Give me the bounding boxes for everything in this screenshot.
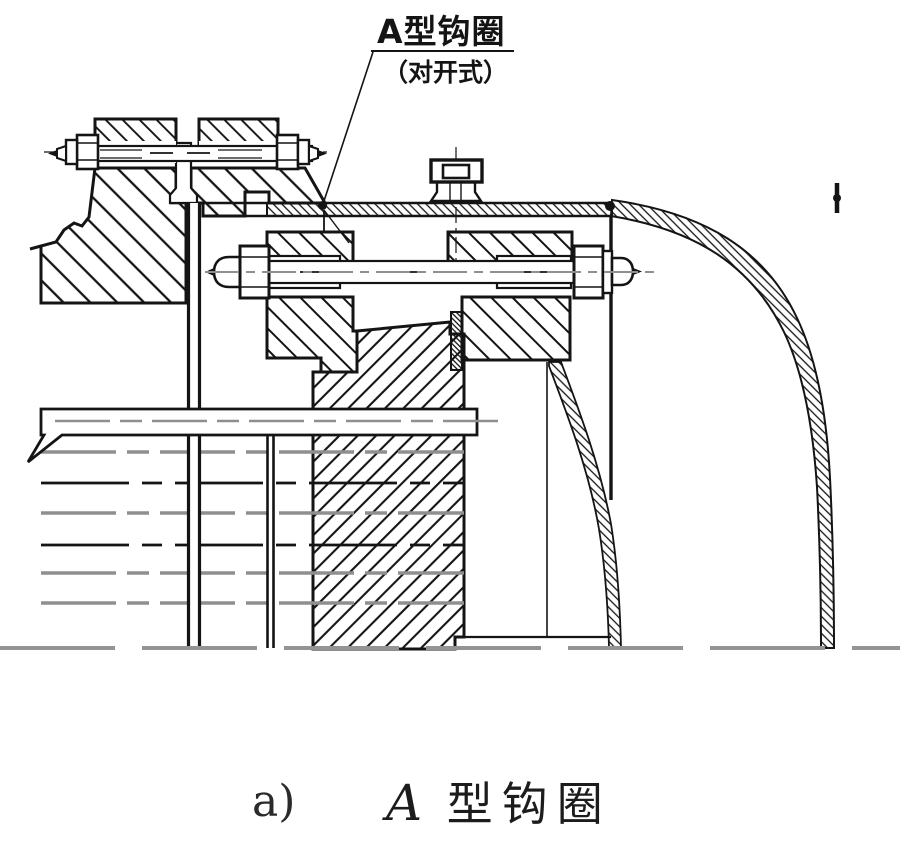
caption-index: a)	[252, 776, 296, 827]
caption-suffix: 型钩圈	[446, 777, 612, 831]
spring-strip	[450, 311, 463, 371]
lamination-lines	[41, 450, 464, 605]
retaining-arc-outer	[609, 198, 836, 649]
flange-bolt	[44, 133, 330, 171]
shaft-bar	[26, 407, 500, 464]
figure-caption: a) A 型钩圈	[0, 768, 900, 838]
leader-dot	[318, 201, 327, 210]
callout-subtitle: （对开式）	[383, 58, 509, 87]
center-bolt-joint	[205, 230, 660, 374]
caption-main: A 型钩圈	[386, 768, 612, 834]
caption-type-letter: A	[386, 774, 423, 832]
callout-leader	[318, 50, 615, 244]
type-a-stud	[833, 183, 841, 213]
ring-joint-dot	[605, 201, 615, 211]
vent-plug	[428, 147, 484, 262]
callout-title: A型钩圈	[377, 12, 506, 51]
engineering-section-drawing	[0, 50, 900, 651]
